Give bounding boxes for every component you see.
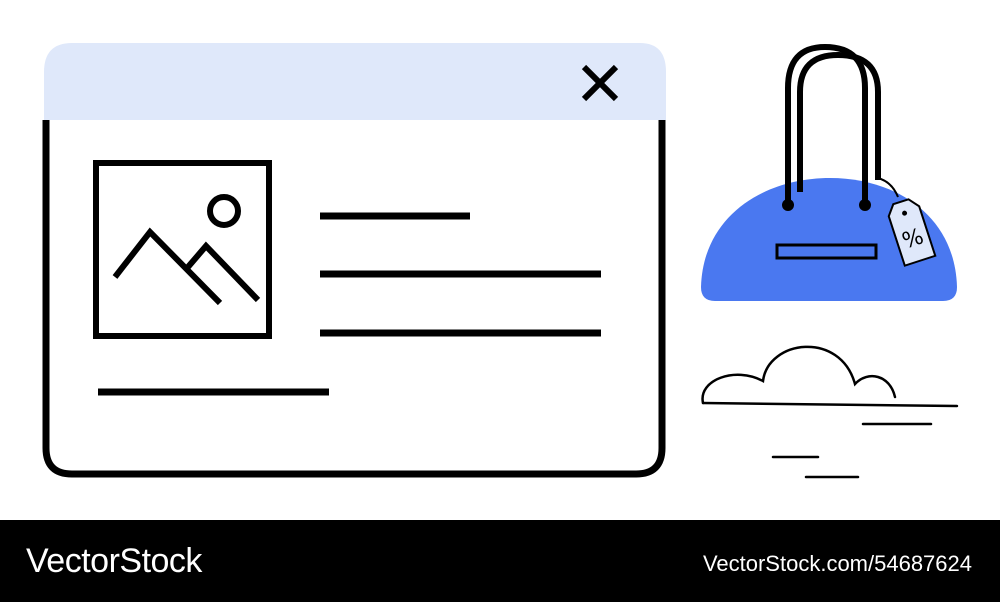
- text-lines: [98, 212, 601, 396]
- brand-name: VectorStock: [26, 542, 202, 580]
- illustration: %: [42, 43, 959, 479]
- browser-window: [42, 43, 666, 478]
- close-icon[interactable]: [581, 64, 619, 102]
- watermark-footer: VectorStock VectorStock.com/54687624: [0, 520, 1000, 602]
- image-placeholder-icon: [93, 160, 272, 339]
- bag-handles: [785, 43, 881, 205]
- cloud-icon: [701, 345, 959, 479]
- handle-rivet: [859, 199, 871, 211]
- window-header: [44, 43, 666, 120]
- bag-label-slot: [775, 243, 878, 260]
- shopping-bag-icon: %: [701, 43, 957, 301]
- image-reference: VectorStock.com/54687624: [702, 551, 972, 576]
- handle-rivet: [782, 199, 794, 211]
- tag-string: [877, 177, 899, 198]
- price-tag-icon: %: [887, 198, 937, 267]
- window-body: [42, 120, 666, 478]
